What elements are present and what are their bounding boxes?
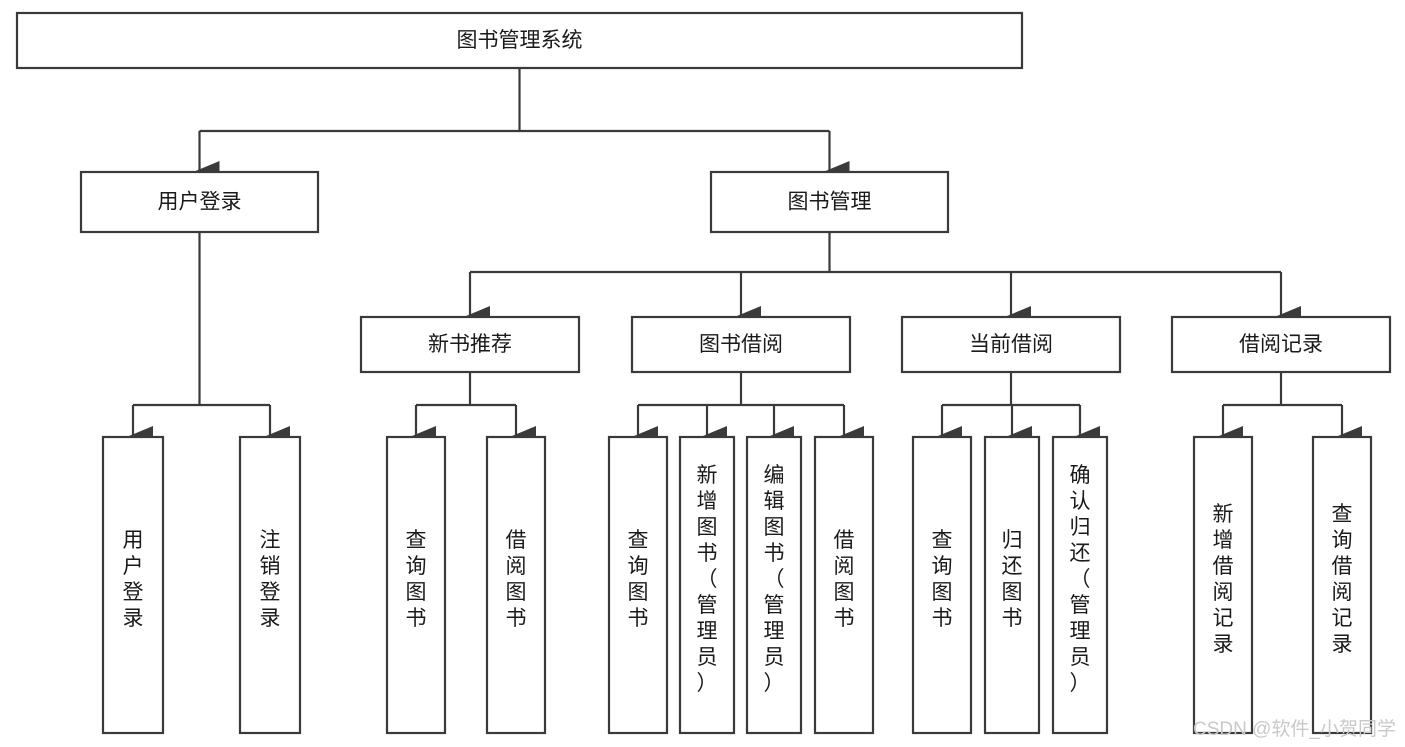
node-leaf-add-book-admin[interactable]: 新增图书（管理员） bbox=[678, 435, 736, 735]
node-label-root: 图书管理系统 bbox=[457, 29, 583, 52]
node-book-borrow[interactable]: 图书借阅 bbox=[630, 315, 852, 374]
node-label-new-book-recommend: 新书推荐 bbox=[428, 333, 512, 356]
node-label-leaf-borrow-book-recommend: 借阅图书 bbox=[506, 529, 527, 630]
node-box-root[interactable] bbox=[15, 11, 1024, 70]
node-box-leaf-borrow-book[interactable] bbox=[813, 435, 875, 735]
node-box-book-borrow[interactable] bbox=[630, 315, 852, 374]
node-leaf-query-book-borrow[interactable]: 查询图书 bbox=[607, 435, 669, 735]
csdn-watermark: CSDN @软件_小贺同学 bbox=[1193, 718, 1396, 740]
node-leaf-user-login[interactable]: 用户登录 bbox=[101, 435, 165, 735]
node-current-borrow[interactable]: 当前借阅 bbox=[900, 315, 1122, 374]
node-borrow-record[interactable]: 借阅记录 bbox=[1170, 315, 1392, 374]
node-new-book-recommend[interactable]: 新书推荐 bbox=[359, 315, 581, 374]
node-label-leaf-edit-book-admin: 编辑图书（管理员） bbox=[764, 464, 785, 695]
node-layer: 图书管理系统用户登录图书管理新书推荐图书借阅当前借阅借阅记录用户登录注销登录查询… bbox=[15, 11, 1392, 735]
node-root[interactable]: 图书管理系统 bbox=[15, 11, 1024, 70]
node-box-leaf-return-book[interactable] bbox=[983, 435, 1041, 735]
node-leaf-return-book[interactable]: 归还图书 bbox=[983, 435, 1041, 735]
node-box-leaf-query-book-borrow[interactable] bbox=[607, 435, 669, 735]
node-leaf-query-book-recommend[interactable]: 查询图书 bbox=[385, 435, 447, 735]
node-box-book-management[interactable] bbox=[709, 170, 950, 234]
node-leaf-edit-book-admin[interactable]: 编辑图书（管理员） bbox=[745, 435, 803, 735]
connectors-borrow-record bbox=[1218, 372, 1363, 447]
connectors-book-borrow bbox=[633, 372, 865, 447]
node-label-user-login: 用户登录 bbox=[158, 191, 242, 214]
node-label-borrow-record: 借阅记录 bbox=[1239, 333, 1323, 356]
node-label-leaf-add-borrow-record: 新增借阅记录 bbox=[1213, 503, 1234, 656]
node-leaf-add-borrow-record[interactable]: 新增借阅记录 bbox=[1192, 435, 1254, 735]
node-label-leaf-add-book-admin: 新增图书（管理员） bbox=[697, 464, 718, 695]
node-box-new-book-recommend[interactable] bbox=[359, 315, 581, 374]
connectors-root bbox=[195, 68, 850, 182]
node-label-leaf-user-login: 用户登录 bbox=[123, 529, 144, 630]
connectors-current-borrow bbox=[937, 372, 1101, 447]
node-label-leaf-query-book-current: 查询图书 bbox=[932, 529, 953, 630]
node-label-leaf-confirm-return-admin: 确认归还（管理员） bbox=[1070, 464, 1091, 695]
node-label-current-borrow: 当前借阅 bbox=[969, 333, 1053, 356]
node-label-leaf-borrow-book: 借阅图书 bbox=[834, 529, 855, 630]
node-label-leaf-query-borrow-record: 查询借阅记录 bbox=[1332, 503, 1353, 656]
node-box-current-borrow[interactable] bbox=[900, 315, 1122, 374]
connectors-new-book-recommend bbox=[411, 372, 537, 447]
node-label-book-management: 图书管理 bbox=[788, 191, 872, 214]
node-box-leaf-user-login[interactable] bbox=[101, 435, 165, 735]
node-box-borrow-record[interactable] bbox=[1170, 315, 1392, 374]
node-label-book-borrow: 图书借阅 bbox=[699, 333, 783, 356]
node-label-leaf-return-book: 归还图书 bbox=[1002, 529, 1023, 630]
node-leaf-borrow-book[interactable]: 借阅图书 bbox=[813, 435, 875, 735]
connector-layer bbox=[128, 68, 1363, 447]
node-box-leaf-logout-login[interactable] bbox=[238, 435, 302, 735]
node-leaf-borrow-book-recommend[interactable]: 借阅图书 bbox=[485, 435, 547, 735]
node-box-leaf-query-book-current[interactable] bbox=[911, 435, 973, 735]
connectors-book-management bbox=[465, 232, 1302, 327]
connectors-user-login bbox=[128, 232, 291, 447]
node-box-leaf-borrow-book-recommend[interactable] bbox=[485, 435, 547, 735]
node-box-leaf-add-borrow-record[interactable] bbox=[1192, 435, 1254, 735]
node-label-leaf-query-book-recommend: 查询图书 bbox=[406, 529, 427, 630]
node-box-leaf-confirm-return-admin[interactable] bbox=[1051, 435, 1109, 735]
node-box-leaf-query-book-recommend[interactable] bbox=[385, 435, 447, 735]
node-label-leaf-query-book-borrow: 查询图书 bbox=[628, 529, 649, 630]
node-box-leaf-edit-book-admin[interactable] bbox=[745, 435, 803, 735]
node-user-login[interactable]: 用户登录 bbox=[79, 170, 320, 234]
node-box-leaf-add-book-admin[interactable] bbox=[678, 435, 736, 735]
node-label-leaf-logout-login: 注销登录 bbox=[260, 529, 281, 630]
node-box-user-login[interactable] bbox=[79, 170, 320, 234]
node-leaf-logout-login[interactable]: 注销登录 bbox=[238, 435, 302, 735]
node-book-management[interactable]: 图书管理 bbox=[709, 170, 950, 234]
node-leaf-query-borrow-record[interactable]: 查询借阅记录 bbox=[1311, 435, 1373, 735]
node-leaf-confirm-return-admin[interactable]: 确认归还（管理员） bbox=[1051, 435, 1109, 735]
node-leaf-query-book-current[interactable]: 查询图书 bbox=[911, 435, 973, 735]
node-box-leaf-query-borrow-record[interactable] bbox=[1311, 435, 1373, 735]
